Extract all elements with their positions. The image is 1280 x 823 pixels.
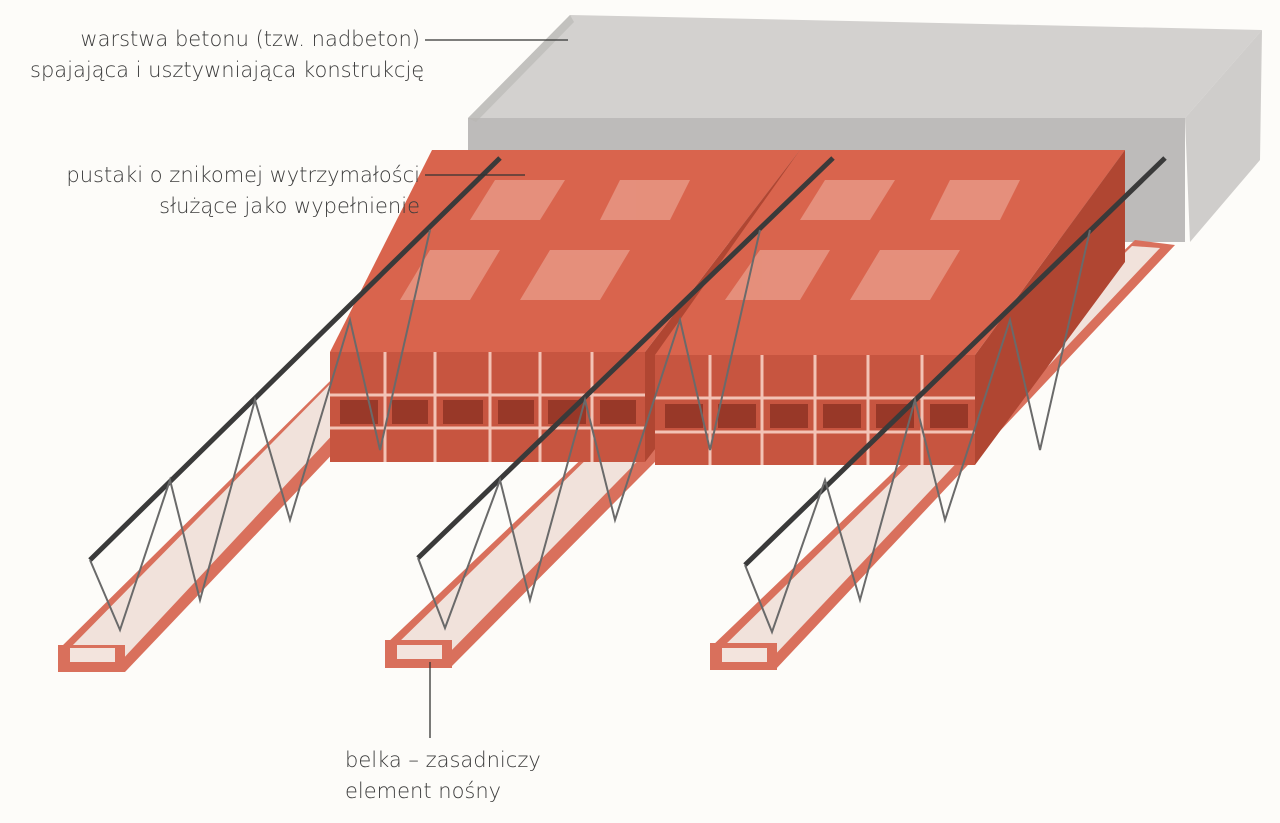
blocks-label-line1: pustaki o znikomej wytrzymałości xyxy=(66,163,420,187)
leader-lines xyxy=(425,39,568,738)
beam-label: belka – zasadniczy element nośny xyxy=(345,745,541,807)
truss-rebar-1 xyxy=(88,156,502,633)
blocks-label-line2: służące jako wypełnienie xyxy=(159,194,420,218)
truss-rebar-3 xyxy=(743,156,1167,635)
concrete-label-line1: warstwa betonu (tzw. nadbeton) xyxy=(80,27,420,51)
beam-label-line2: element nośny xyxy=(345,779,502,803)
concrete-layer-label: warstwa betonu (tzw. nadbeton) spajająca… xyxy=(30,24,425,86)
hollow-blocks-right xyxy=(655,150,1125,465)
beam-label-line1: belka – zasadniczy xyxy=(345,748,541,772)
truss-rebar-2 xyxy=(416,156,835,631)
hollow-blocks-label: pustaki o znikomej wytrzymałości służące… xyxy=(30,160,420,222)
concrete-label-line2: spajająca i usztywniająca konstrukcję xyxy=(30,58,425,82)
